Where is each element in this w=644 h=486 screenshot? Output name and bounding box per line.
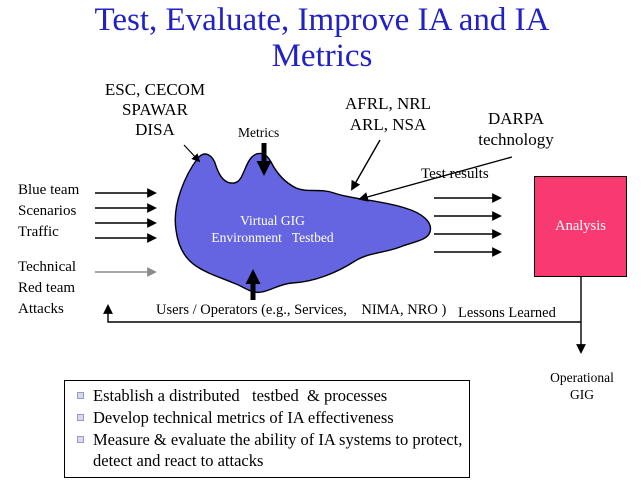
bullet-text: Develop technical metrics of IA effectiv… <box>93 408 394 427</box>
arrow-darpa-to-testbed <box>358 156 513 202</box>
metrics-label: Metrics <box>238 125 280 140</box>
bullet-text: Establish a distributed testbed & proces… <box>93 386 388 405</box>
blue-team-scenarios-traffic-label: Blue team Scenarios Traffic <box>18 182 80 240</box>
square-bullet-icon <box>77 414 84 421</box>
analysis-box-label: Analysis <box>555 218 606 234</box>
arrow-afrl-to-testbed <box>351 139 381 191</box>
bullet-item: Measure & evaluate the ability of IA sys… <box>77 429 463 471</box>
afrl-nrl-arl-nsa-label: AFRL, NRL ARL, NSA <box>345 94 431 134</box>
bullet-item: Develop technical metrics of IA effectiv… <box>77 407 463 428</box>
square-bullet-icon <box>77 436 84 443</box>
test-results-label: Test results <box>421 166 489 182</box>
summary-bullet-box: Establish a distributed testbed & proces… <box>64 380 470 478</box>
bullet-text: Measure & evaluate the ability of IA sys… <box>93 430 467 470</box>
virtual-gig-blob-shape <box>174 152 432 294</box>
virtual-gig-testbed-label: Virtual GIG Environment Testbed <box>211 213 334 245</box>
operational-gig-label: Operational GIG <box>550 370 614 402</box>
esc-cecom-spawar-disa-label: ESC, CECOM SPAWAR DISA <box>104 80 206 139</box>
square-bullet-icon <box>77 392 84 399</box>
darpa-technology-label: DARPA technology <box>478 109 554 149</box>
lessons-learned-label: Lessons Learned <box>458 305 556 321</box>
users-operators-label: Users / Operators (e.g., Services, NIMA,… <box>156 302 447 318</box>
bullet-item: Establish a distributed testbed & proces… <box>77 385 463 406</box>
analysis-box: Analysis <box>534 176 627 277</box>
technical-red-team-attacks-label: Technical Red team Attacks <box>18 259 77 317</box>
arrow-esc-to-testbed <box>183 144 201 163</box>
slide-title: Test, Evaluate, Improve IA and IA Metric… <box>94 2 550 74</box>
arrow-lessons-feedback <box>103 304 581 323</box>
